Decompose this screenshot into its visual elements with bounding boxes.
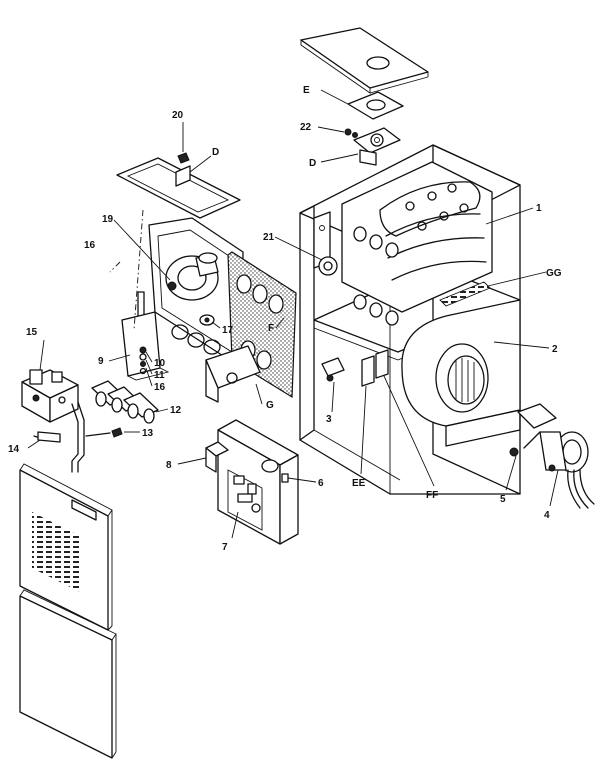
upper-front-door — [19, 463, 113, 631]
callout-10: 10 — [154, 358, 166, 369]
callout-7: 7 — [222, 542, 228, 553]
callout-19: 19 — [102, 214, 114, 225]
callout-12: 12 — [170, 405, 182, 416]
callout-d-bracket: D — [309, 158, 316, 169]
top-cover-panel — [300, 27, 429, 94]
callout-ff: FF — [426, 490, 438, 501]
part-gg-baffle — [439, 281, 491, 307]
part-d-bracket — [353, 127, 401, 166]
part-g-bracket — [205, 345, 261, 403]
callout-6: 6 — [318, 478, 324, 489]
part-ee-ff-bottom-pieces — [361, 349, 389, 387]
callout-leader-lines — [27, 89, 559, 539]
part-20-clip — [177, 152, 190, 164]
callout-15: 15 — [26, 327, 38, 338]
callout-d-plate: D — [212, 147, 219, 158]
callout-18: 16 — [84, 240, 96, 251]
callout-3: 3 — [326, 414, 332, 425]
callout-8: 8 — [166, 460, 172, 471]
callout-ee: EE — [352, 478, 366, 489]
callout-14: 14 — [8, 444, 20, 455]
callout-9: 9 — [98, 356, 104, 367]
callout-17: 17 — [222, 325, 234, 336]
burner-access-holes — [171, 324, 221, 355]
part-10-11-16-ignitor-fittings — [139, 346, 147, 375]
callout-20: 20 — [172, 110, 184, 121]
part-22-screw — [344, 128, 358, 138]
part-12-burners — [91, 380, 159, 424]
part-2-blower — [401, 299, 521, 447]
lower-front-door — [19, 589, 117, 759]
callout-g: G — [266, 400, 274, 411]
part-4-blower-motor — [539, 431, 595, 509]
part-3-door-switch — [321, 357, 345, 382]
part-e-gasket — [347, 91, 404, 120]
callout-21: 21 — [263, 232, 275, 243]
callout-2: 2 — [552, 344, 558, 355]
callout-gg: GG — [546, 268, 562, 279]
callout-16: 16 — [154, 382, 166, 393]
part-19-inducer-blower — [165, 252, 219, 301]
part-17-pressure-switch — [199, 314, 215, 326]
part-d-top-plate — [116, 157, 241, 219]
part-1-heat-exchanger — [341, 161, 493, 326]
callout-13: 13 — [142, 428, 154, 439]
part-5-motor-mount — [509, 403, 557, 472]
callout-5: 5 — [500, 494, 506, 505]
callout-labels: E 22 D 20 D 19 16 21 1 GG 2 17 F G 15 9 … — [8, 85, 562, 553]
part-21-sight-glass — [318, 256, 338, 276]
part-13-fitting — [111, 427, 123, 438]
callout-1: 1 — [536, 203, 542, 214]
callout-e: E — [303, 85, 310, 96]
callout-11: 11 — [154, 370, 165, 381]
part-18-wire-lead — [109, 209, 144, 331]
callout-4: 4 — [544, 510, 550, 521]
part-14-gas-pipe — [33, 401, 111, 473]
callout-f: F — [268, 323, 274, 334]
part-8-transformer — [205, 441, 229, 473]
callout-22: 22 — [300, 122, 312, 133]
part-15-gas-valve — [21, 369, 79, 423]
